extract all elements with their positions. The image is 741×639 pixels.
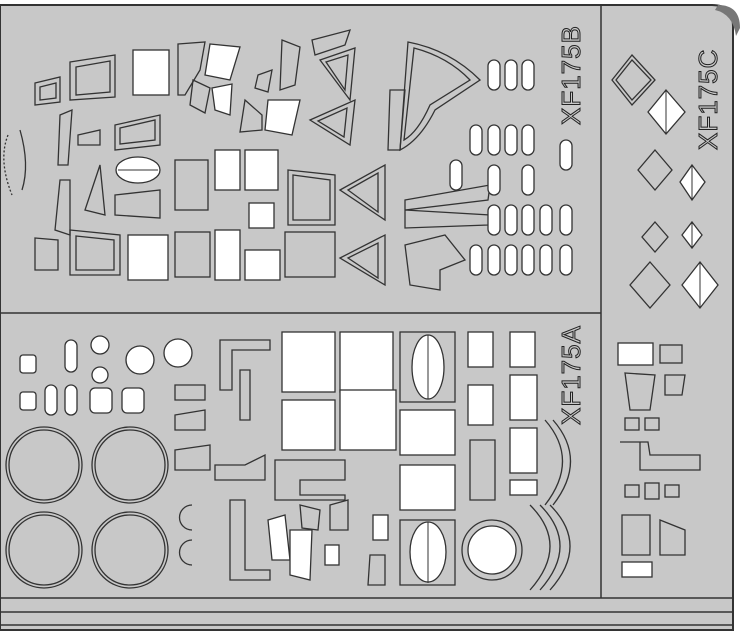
section-c-masks bbox=[611, 54, 719, 578]
sheet-background bbox=[0, 4, 734, 631]
peeled-corner bbox=[715, 5, 740, 36]
label-xf175a: XF175A bbox=[556, 325, 586, 425]
section-b-masks bbox=[3, 29, 573, 291]
label-xf175b: XF175B bbox=[556, 25, 586, 125]
section-a-masks bbox=[5, 331, 572, 591]
bottom-strips bbox=[0, 597, 733, 626]
label-xf175c: XF175C bbox=[693, 49, 723, 150]
